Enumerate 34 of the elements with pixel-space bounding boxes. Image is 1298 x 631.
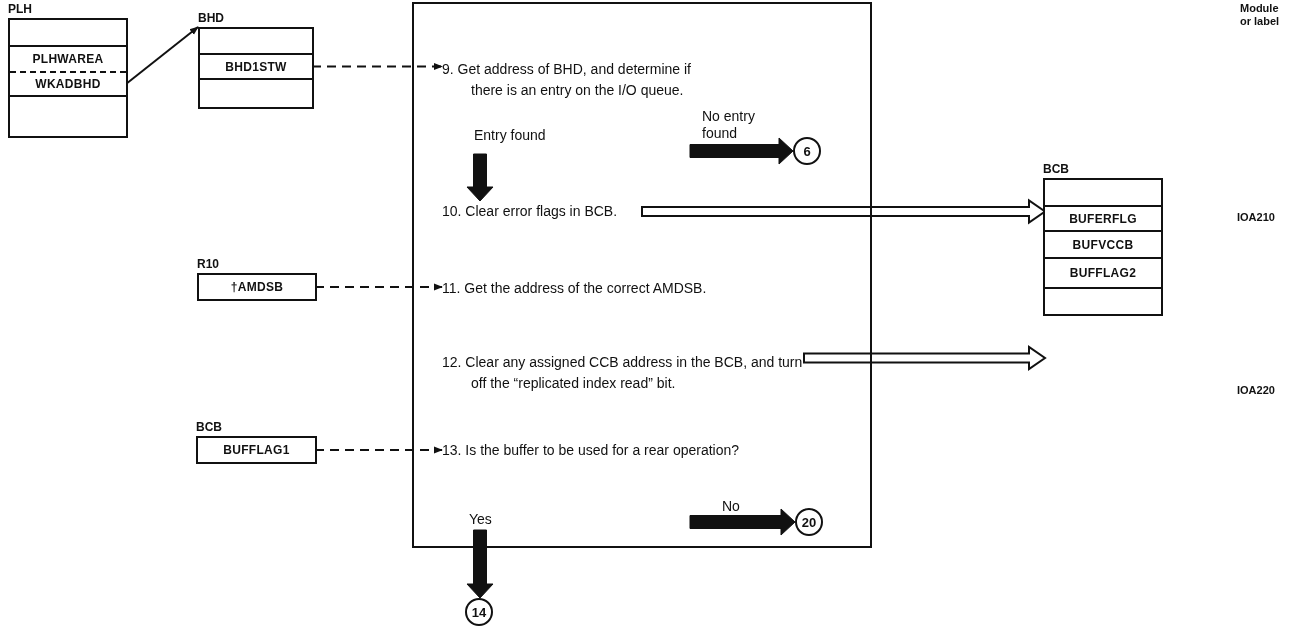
table-row: BUFVCCB [1045, 232, 1161, 259]
connector-circle: 6 [793, 137, 821, 165]
table-row: †AMDSB [199, 273, 315, 301]
table-title: BHD [198, 11, 224, 25]
edge-label: Yes [469, 511, 492, 528]
table-row: BUFERFLG [1045, 205, 1161, 232]
table-row: BHD1STW [200, 53, 312, 80]
connector-circle: 14 [465, 598, 493, 626]
block-arrow [689, 137, 794, 165]
hollow-arrow [803, 345, 1047, 371]
block-arrow [689, 508, 796, 536]
table-row: PLHWAREA [10, 45, 126, 71]
table-row: BUFFLAG1 [198, 436, 315, 464]
edge-label: Entry found [474, 127, 546, 144]
table-title: BCB [196, 420, 222, 434]
module-label: IOA220 [1237, 384, 1275, 397]
connector-circle: 20 [795, 508, 823, 536]
step-text: 13. Is the buffer to be used for a rear operation? [442, 440, 817, 461]
process-box [412, 2, 872, 548]
step-text: 10. Clear error flags in BCB. [442, 201, 642, 222]
step-text: 12. Clear any assigned CCB address in the BCB, and turn off the “replicated index read” bit. [442, 352, 804, 394]
table-row: WKADBHD [10, 71, 126, 97]
table-title: BCB [1043, 162, 1069, 176]
column-heading: Module or label [1240, 2, 1281, 28]
table-title: R10 [197, 257, 219, 271]
step-text: 11. Get the address of the correct AMDSB. [442, 278, 762, 299]
edge-label: No [722, 498, 740, 515]
module-label: IOA210 [1237, 211, 1275, 224]
step-text: 9. Get address of BHD, and determine if there is an entry on the I/O queue. [442, 59, 714, 101]
table-title: PLH [8, 2, 32, 16]
block-arrow [466, 153, 494, 202]
block-arrow [466, 529, 494, 599]
edge-label: No entry found [702, 108, 756, 142]
table-row: BUFFLAG2 [1045, 259, 1161, 289]
